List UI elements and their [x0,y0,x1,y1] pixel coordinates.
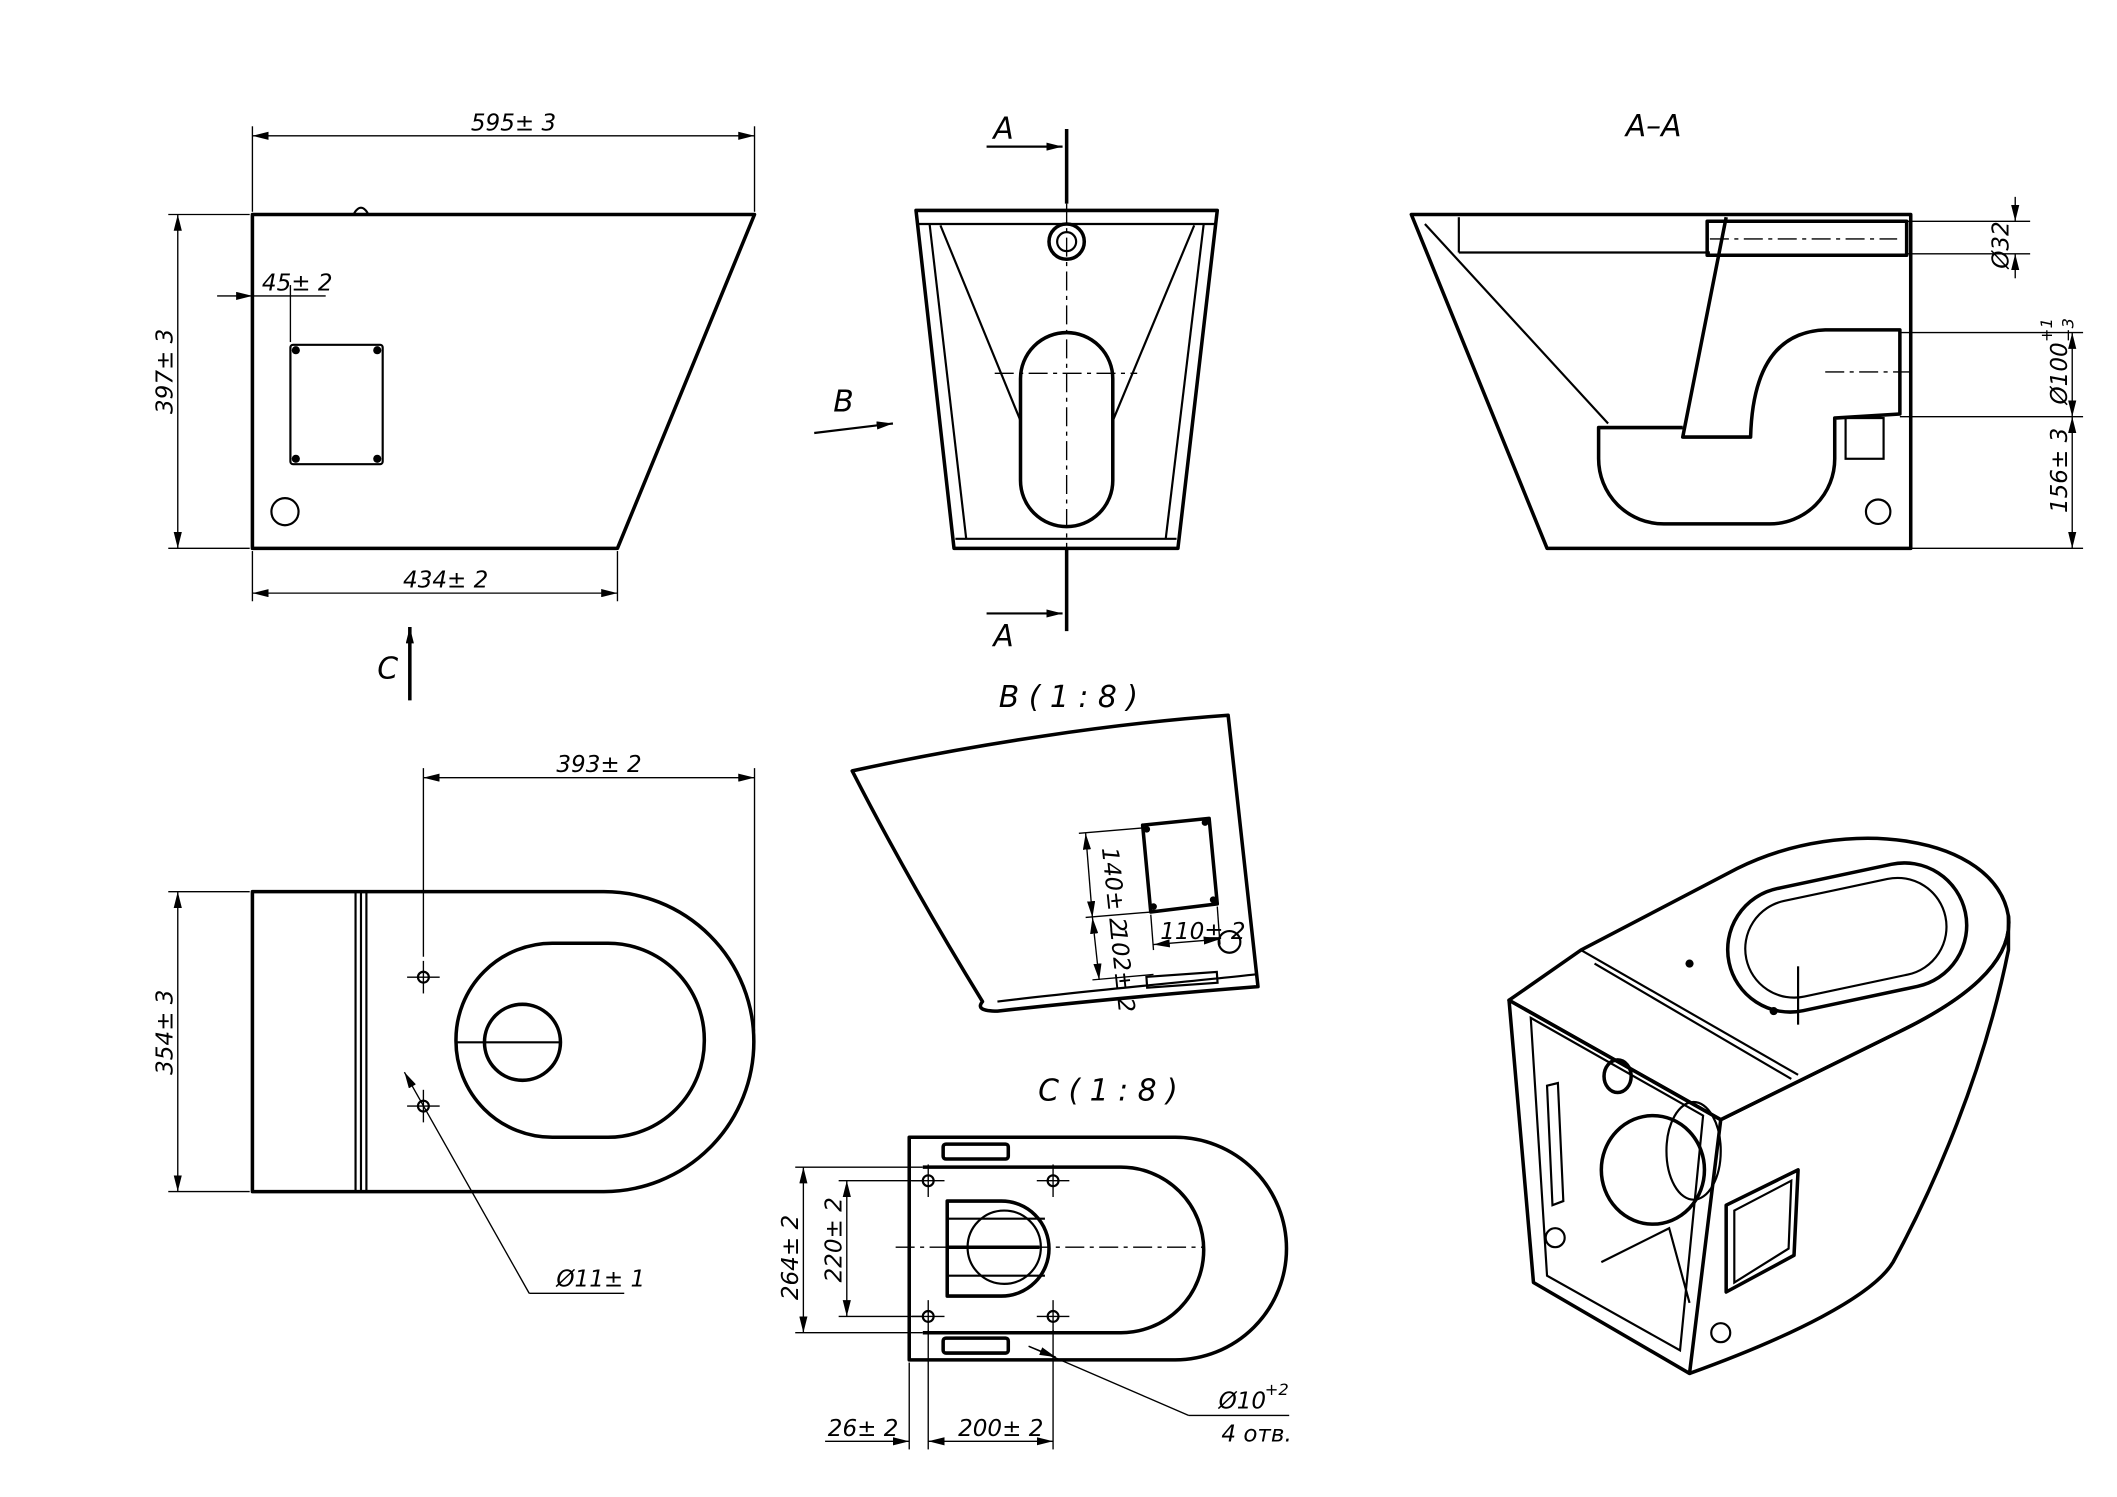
dim-outlet-height: 156± 3 [2047,428,2073,513]
view-c-title: C ( 1 : 8 ) [1038,1074,1178,1109]
dim-hole-diameter: Ø10 [1218,1389,1266,1415]
dim-panel-offset: 45± 2 [262,270,333,296]
dim-pipe-large: Ø100 [2047,342,2073,405]
dim-hole-to-front: 393± 2 [556,752,641,778]
dim-hole-pitch: 200± 2 [958,1416,1043,1442]
section-a-a-title: A–A [1624,109,1682,144]
view-c: C ( 1 : 8 ) 264± 2 220± 2 26± 2 200± 2 Ø… [778,1074,1292,1450]
hole-count: 4 отв. [1221,1421,1291,1447]
front-view: 595± 3 397± 3 45± 2 434± 2 C [152,110,757,701]
dim-height: 397± 3 [152,329,178,414]
dim-edge-offset: 26± 2 [828,1416,899,1442]
view-b: B ( 1 : 8 ) 140± 2 102± 2 110± 2 [850,680,1260,1014]
dim-width-bottom: 434± 2 [403,568,488,594]
dim-outer-span: 264± 2 [778,1215,804,1300]
dim-pipe-small: Ø32 [1988,221,2014,269]
dim-depth: 354± 3 [152,990,178,1075]
view-arrow-c-label: C [377,652,398,687]
view-b-title: B ( 1 : 8 ) [999,680,1138,715]
dim-hole-tolerance: +2 [1265,1380,1289,1399]
dim-pipe-large-tol-upper: +1 [2037,318,2056,342]
top-view: 393± 2 354± 3 Ø11± 1 [152,752,756,1295]
dim-panel-width: 110± 2 [1160,919,1245,945]
side-view: A A B [814,112,1220,654]
mounting-hole [407,960,440,994]
mounting-hole [1036,1164,1070,1198]
isometric-view [1507,836,2011,1376]
dim-width-top: 595± 3 [471,110,556,136]
section-a-a: A–A Ø32 Ø100 +1 −3 156± 3 [1409,109,2084,551]
dim-panel-height: 140± 2 [1096,846,1131,934]
dim-hole-span: 220± 2 [821,1197,847,1282]
section-a-top-label: A [991,112,1013,147]
mounting-hole [1036,1300,1070,1333]
section-a-bottom-label: A [991,619,1013,654]
dim-pipe-large-tol-lower: −3 [2059,318,2078,342]
dim-hole-diameter: Ø11± 1 [555,1267,645,1293]
view-arrow-b-label: B [833,384,853,419]
